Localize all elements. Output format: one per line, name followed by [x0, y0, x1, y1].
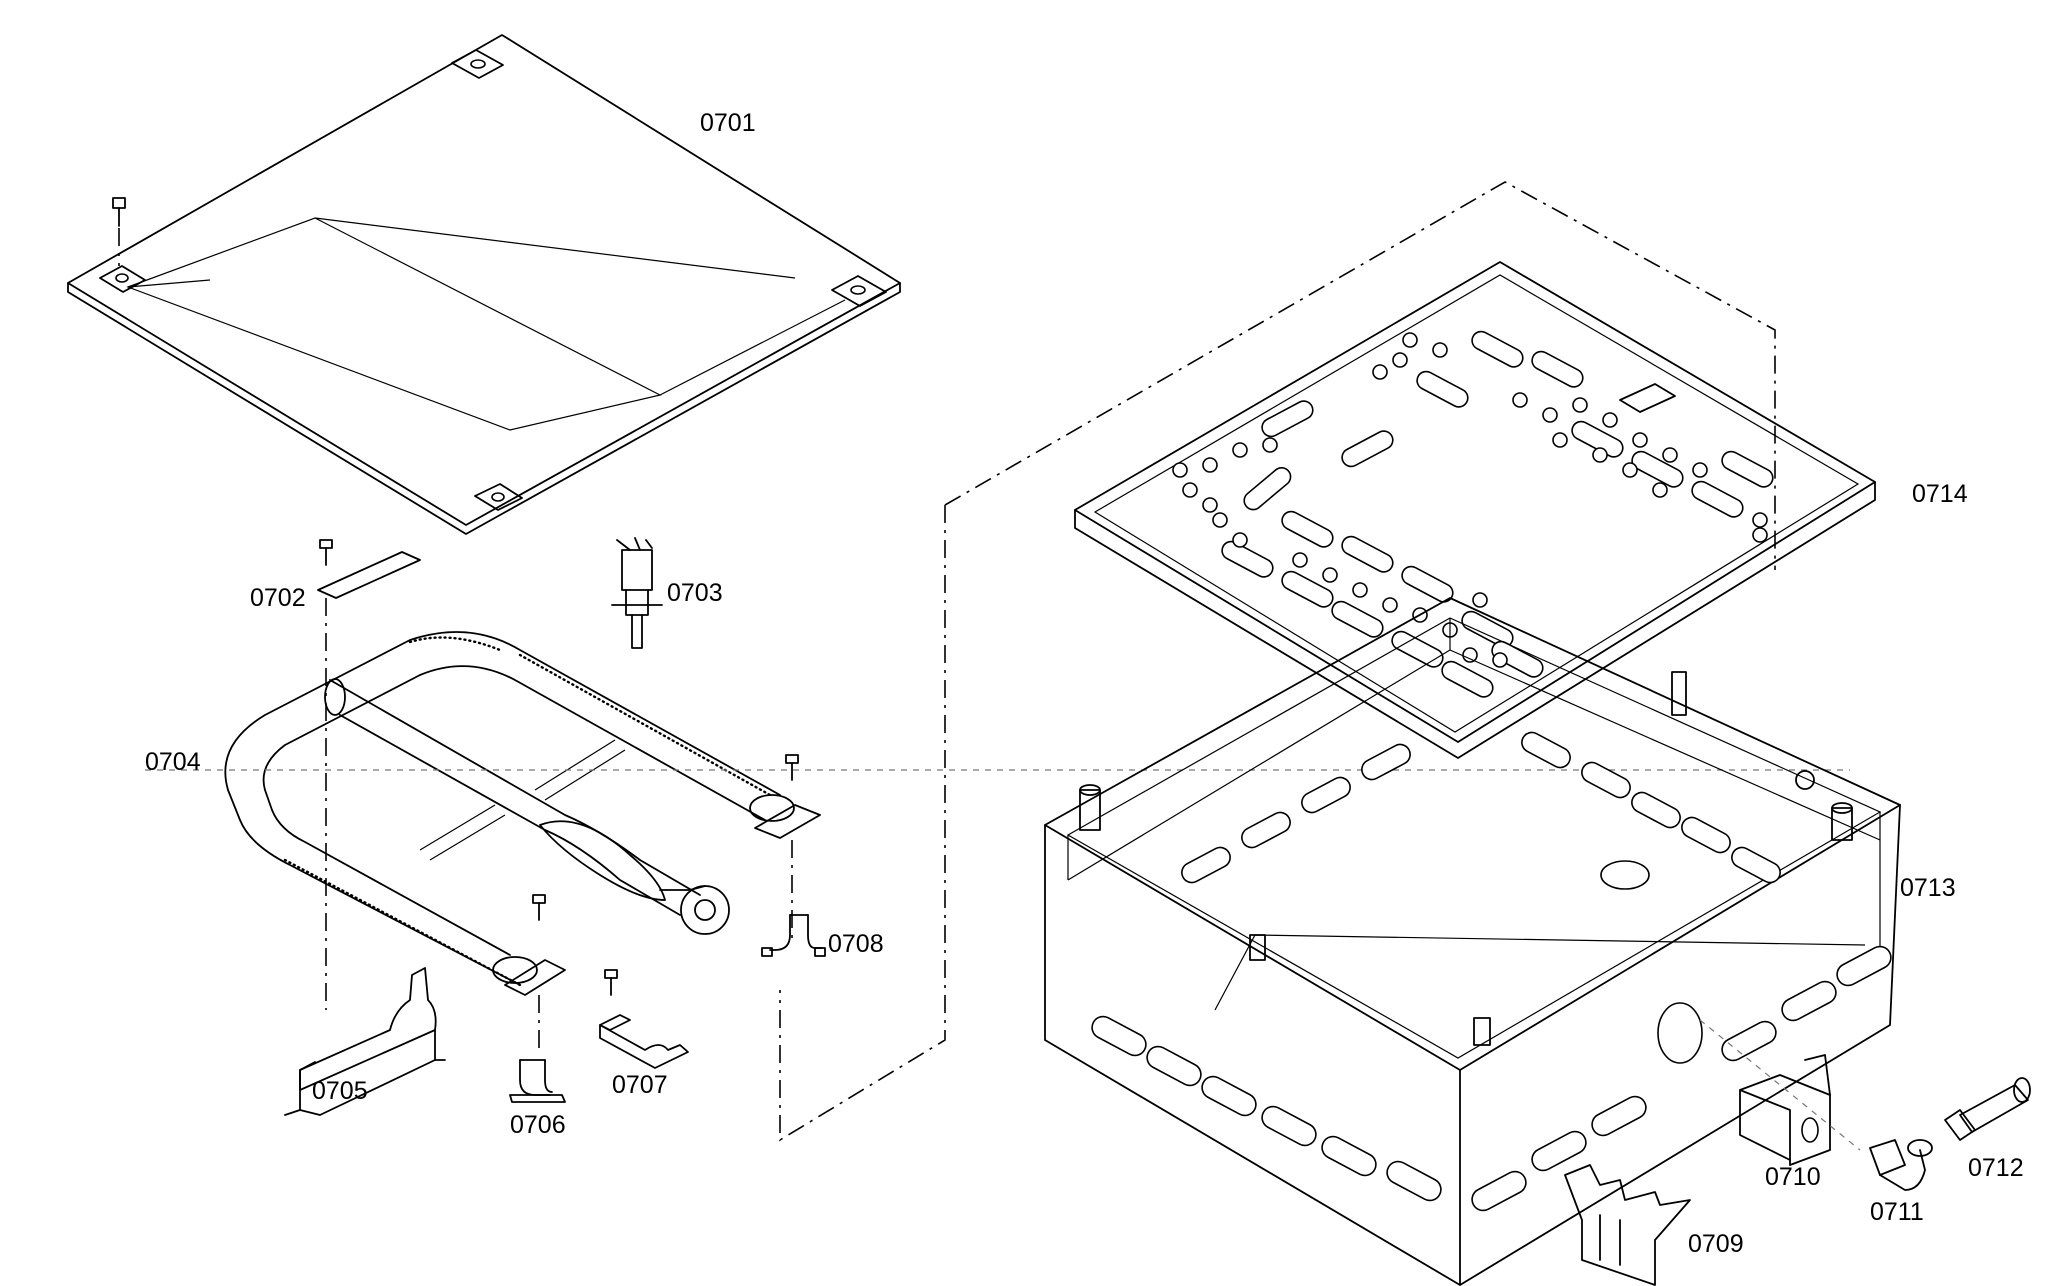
part-labels: 0701 0702 0703 0704 0705 0706 0707 0708 …	[145, 109, 2024, 1258]
part-0701-heat-shield	[67, 34, 901, 535]
part-0713-firebox	[1044, 597, 1901, 1286]
part-0707-clamp	[599, 969, 689, 1069]
part-0705-bracket	[284, 967, 446, 1116]
part-0703-igniter	[611, 537, 663, 649]
part-0714-tray	[1074, 261, 1876, 759]
part-0704-burner	[224, 631, 821, 1050]
label-0701: 0701	[700, 109, 756, 137]
label-0714: 0714	[1912, 480, 1968, 508]
label-0707: 0707	[612, 1071, 668, 1099]
label-0705: 0705	[312, 1077, 368, 1105]
label-0702: 0702	[250, 584, 306, 612]
label-0713: 0713	[1900, 874, 1956, 902]
label-0708: 0708	[828, 930, 884, 958]
assembly-outline	[779, 181, 1776, 1142]
label-0703: 0703	[667, 579, 723, 607]
label-0710: 0710	[1765, 1163, 1821, 1191]
part-0702-strap	[317, 539, 421, 1010]
part-0709-bracket	[1564, 1164, 1691, 1286]
label-0712: 0712	[1968, 1154, 2024, 1182]
part-0710-bracket	[1739, 1054, 1831, 1166]
part-0712-orifice	[1944, 1077, 2031, 1141]
label-0711: 0711	[1870, 1198, 1924, 1226]
part-0706-clip	[509, 1059, 566, 1103]
gas-line-centerline	[1699, 1019, 1861, 1151]
part-0708-clip	[761, 914, 826, 957]
label-0704: 0704	[145, 748, 201, 776]
label-0709: 0709	[1688, 1230, 1744, 1258]
part-0711-elbow	[1869, 1139, 1933, 1191]
label-0706: 0706	[510, 1111, 566, 1139]
